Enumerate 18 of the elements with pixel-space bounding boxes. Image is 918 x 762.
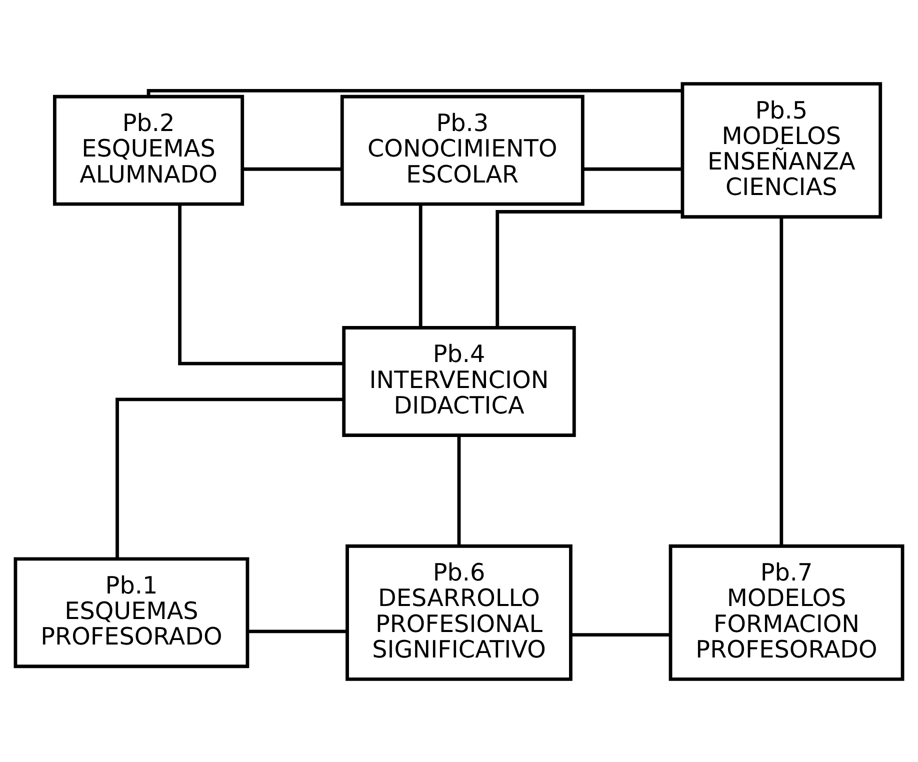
node-box: Pb.6 DESARROLLO PROFESIONAL SIGNIFICATIVO xyxy=(346,544,572,680)
node-box: Pb.2 ESQUEMAS ALUMNADO xyxy=(53,94,244,206)
connector xyxy=(780,216,784,546)
node-box: Pb.4 INTERVENCION DIDACTICA xyxy=(342,326,576,436)
connector xyxy=(496,210,682,327)
connector xyxy=(248,629,347,633)
connector xyxy=(146,88,682,96)
connector xyxy=(583,166,682,170)
connector xyxy=(570,632,670,636)
node-box: Pb.3 CONOCIMIENTO ESCOLAR xyxy=(340,94,584,206)
node-box: Pb.1 ESQUEMAS PROFESORADO xyxy=(14,556,250,668)
connector xyxy=(242,166,342,170)
node-box: Pb.5 MODELOS ENSEÑANZA CIENCIAS xyxy=(680,82,882,218)
connector xyxy=(116,397,344,558)
node-box: Pb.7 MODELOS FORMACION PROFESORADO xyxy=(668,544,904,680)
connector xyxy=(457,435,461,546)
connector xyxy=(418,204,422,328)
connector xyxy=(178,204,344,365)
